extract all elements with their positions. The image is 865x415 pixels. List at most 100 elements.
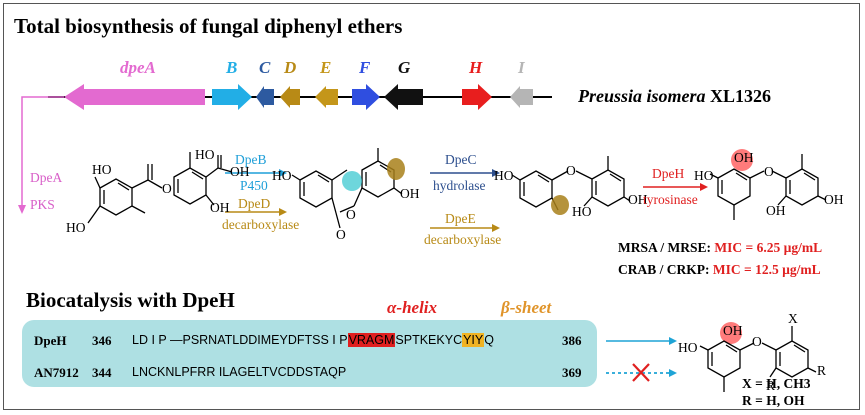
hydroxylation-highlight-1	[731, 149, 753, 171]
enzyme-dpeC-type: hydrolase	[433, 178, 486, 193]
sheet-segment: YIY	[462, 333, 485, 347]
gene-label-D: D	[284, 58, 297, 77]
enzyme-dpeB-type: P450	[240, 178, 268, 193]
atom-oh: OH	[210, 200, 230, 215]
dpeA-connector-tip	[18, 205, 26, 214]
seq-segment: SPTKEKYC	[395, 333, 463, 347]
compound-2-structure	[291, 148, 403, 229]
seq-dpeh: LD I P —PSRNATLDDIMEYDFTSS I PVRAGMSPTKE…	[132, 333, 494, 347]
gene-arrow-dpeA	[64, 84, 205, 110]
organism-strain: XL1326	[710, 86, 772, 106]
atom-oh: OH	[723, 323, 743, 338]
enzyme-dpeE: DpeE	[445, 211, 476, 226]
compound-5-structure	[699, 326, 817, 392]
enzyme-dpeA-type: PKS	[30, 197, 55, 212]
gene-arrow-B	[212, 84, 252, 110]
atom-r: R	[766, 378, 776, 393]
atom-ho: HO	[195, 147, 215, 162]
gene-arrow-G	[384, 84, 423, 110]
enzyme-dpeC: DpeC	[445, 152, 477, 167]
atom-oh: OH	[400, 186, 420, 201]
carboxyl-highlight-1	[387, 158, 405, 180]
compound-4-structure	[709, 154, 827, 220]
gene-label-C: C	[259, 58, 271, 77]
atom-ho: HO	[678, 340, 698, 355]
atom-r: R	[817, 363, 827, 378]
gene-arrow-E	[315, 86, 338, 108]
P450-site-highlight	[342, 171, 362, 191]
gene-arrow-H	[462, 84, 492, 110]
mic-value: MIC = 12.5 µg/mL	[712, 262, 821, 277]
enzyme-dpeH: DpeH	[652, 166, 685, 181]
enzyme-dpeH-type: tyrosinase	[643, 192, 698, 207]
organism-label: Preussia isomera XL1326	[578, 86, 771, 107]
atom-ho: HO	[272, 168, 292, 183]
gene-label-I: I	[518, 58, 525, 77]
atom-ho: HO	[694, 168, 714, 183]
carboxyl-highlight-2	[551, 195, 569, 215]
atom-o: O	[764, 164, 774, 179]
atom-oh: OH	[766, 203, 786, 218]
atom-ho: HO	[572, 204, 592, 219]
gene-label-E: E	[320, 58, 332, 77]
enzyme-dpeD-type: decarboxylase	[222, 217, 300, 232]
figure-title: Total biosynthesis of fungal diphenyl et…	[14, 14, 403, 38]
atom-oh: OH	[230, 164, 250, 179]
figure-frame	[3, 3, 860, 410]
atom-ho: HO	[92, 162, 112, 177]
atom-o: O	[162, 181, 172, 196]
no-reaction-cross	[632, 363, 650, 382]
enzyme-dpeE-type: decarboxylase	[424, 232, 502, 247]
atom-o: O	[566, 163, 576, 178]
seq-start-an7912: 344	[92, 365, 112, 380]
seq-segment: LD I P —PSRNATLDDIMEYDFTSS I P	[132, 333, 348, 347]
mic-label: MRSA / MRSE:	[618, 240, 715, 255]
atom-oh: OH	[734, 150, 754, 165]
helix-segment: VRAGM	[347, 333, 396, 347]
substituent-x: X = H, CH3	[742, 376, 811, 391]
gene-label-G: G	[398, 58, 411, 77]
sheet-label: β-sheet	[501, 298, 552, 317]
gene-arrow-C	[256, 86, 274, 108]
enzyme-dpeB: DpeB	[235, 152, 267, 167]
mic-row-2: CRAB / CRKP: MIC = 12.5 µg/mL	[618, 262, 821, 278]
seq-end-an7912: 369	[562, 365, 582, 380]
dpeA-connector	[21, 96, 64, 210]
atom-o: O	[752, 334, 762, 349]
seq-an7912: LNCKNLPFRR ILAGELTVCDDSTAQP	[132, 365, 347, 379]
mic-row-1: MRSA / MRSE: MIC = 6.25 µg/mL	[618, 240, 822, 256]
atom-o: O	[336, 227, 346, 242]
organism-genus: Preussia isomera	[578, 86, 706, 106]
seq-name-dpeh: DpeH	[34, 333, 67, 348]
atom-oh: OH	[824, 192, 844, 207]
mic-label: CRAB / CRKP:	[618, 262, 713, 277]
biocatalysis-title: Biocatalysis with DpeH	[26, 288, 235, 312]
atom-o: O	[346, 207, 356, 222]
seq-name-an7912: AN7912	[34, 365, 79, 380]
gene-label-dpeA: dpeA	[120, 58, 156, 77]
seq-start-dpeh: 346	[92, 333, 112, 348]
atom-x: X	[788, 311, 798, 326]
gene-label-H: H	[469, 58, 483, 77]
helix-label: α-helix	[387, 298, 438, 317]
enzyme-dpeD: DpeD	[238, 196, 271, 211]
gene-label-F: F	[359, 58, 371, 77]
hydroxylation-highlight-2	[720, 322, 742, 344]
gene-arrow-F	[352, 84, 380, 110]
gene-label-B: B	[226, 58, 238, 77]
sequence-alignment-box	[22, 320, 597, 387]
substituent-r: R = H, OH	[742, 393, 805, 408]
atom-oh: OH	[628, 192, 648, 207]
seq-segment: Q	[484, 333, 494, 347]
mic-value: MIC = 6.25 µg/mL	[714, 240, 823, 255]
atom-ho: HO	[66, 220, 86, 235]
atom-ho: HO	[494, 168, 514, 183]
enzyme-dpeA: DpeA	[30, 170, 63, 185]
gene-arrow-D	[280, 86, 300, 108]
compound-1-structure	[87, 152, 233, 224]
gene-arrow-I	[510, 86, 533, 108]
seq-end-dpeh: 386	[562, 333, 582, 348]
